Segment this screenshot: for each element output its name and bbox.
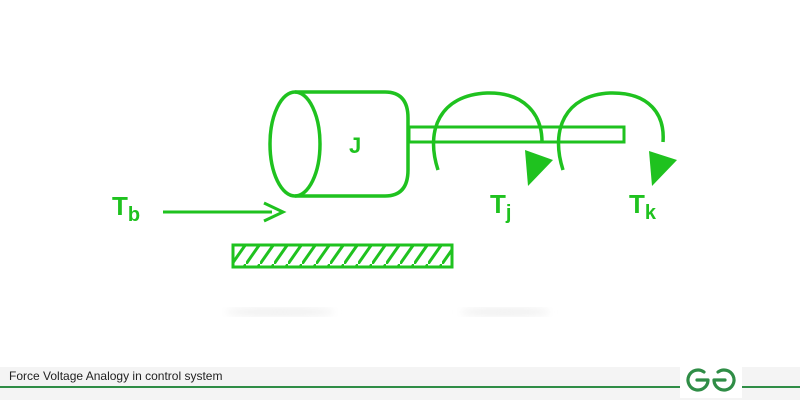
shaft — [407, 125, 626, 144]
shadow — [460, 308, 550, 316]
torque-label-b: Tb — [112, 191, 140, 226]
footer-divider — [0, 386, 800, 388]
torque-arrow-k — [556, 91, 677, 186]
applied-torque-arrow — [163, 201, 287, 223]
torque-label-j: Tj — [490, 189, 511, 224]
torque-label-k: Tk — [629, 189, 657, 224]
inertia-label: J — [349, 133, 361, 158]
inertia-cylinder — [268, 90, 410, 198]
geeksforgeeks-logo-icon — [680, 362, 742, 398]
shadow — [225, 308, 335, 316]
caption-text: Force Voltage Analogy in control system — [9, 369, 223, 383]
torque-arrow-j — [431, 91, 553, 186]
footer-bar — [0, 367, 800, 400]
friction-element — [231, 243, 454, 269]
